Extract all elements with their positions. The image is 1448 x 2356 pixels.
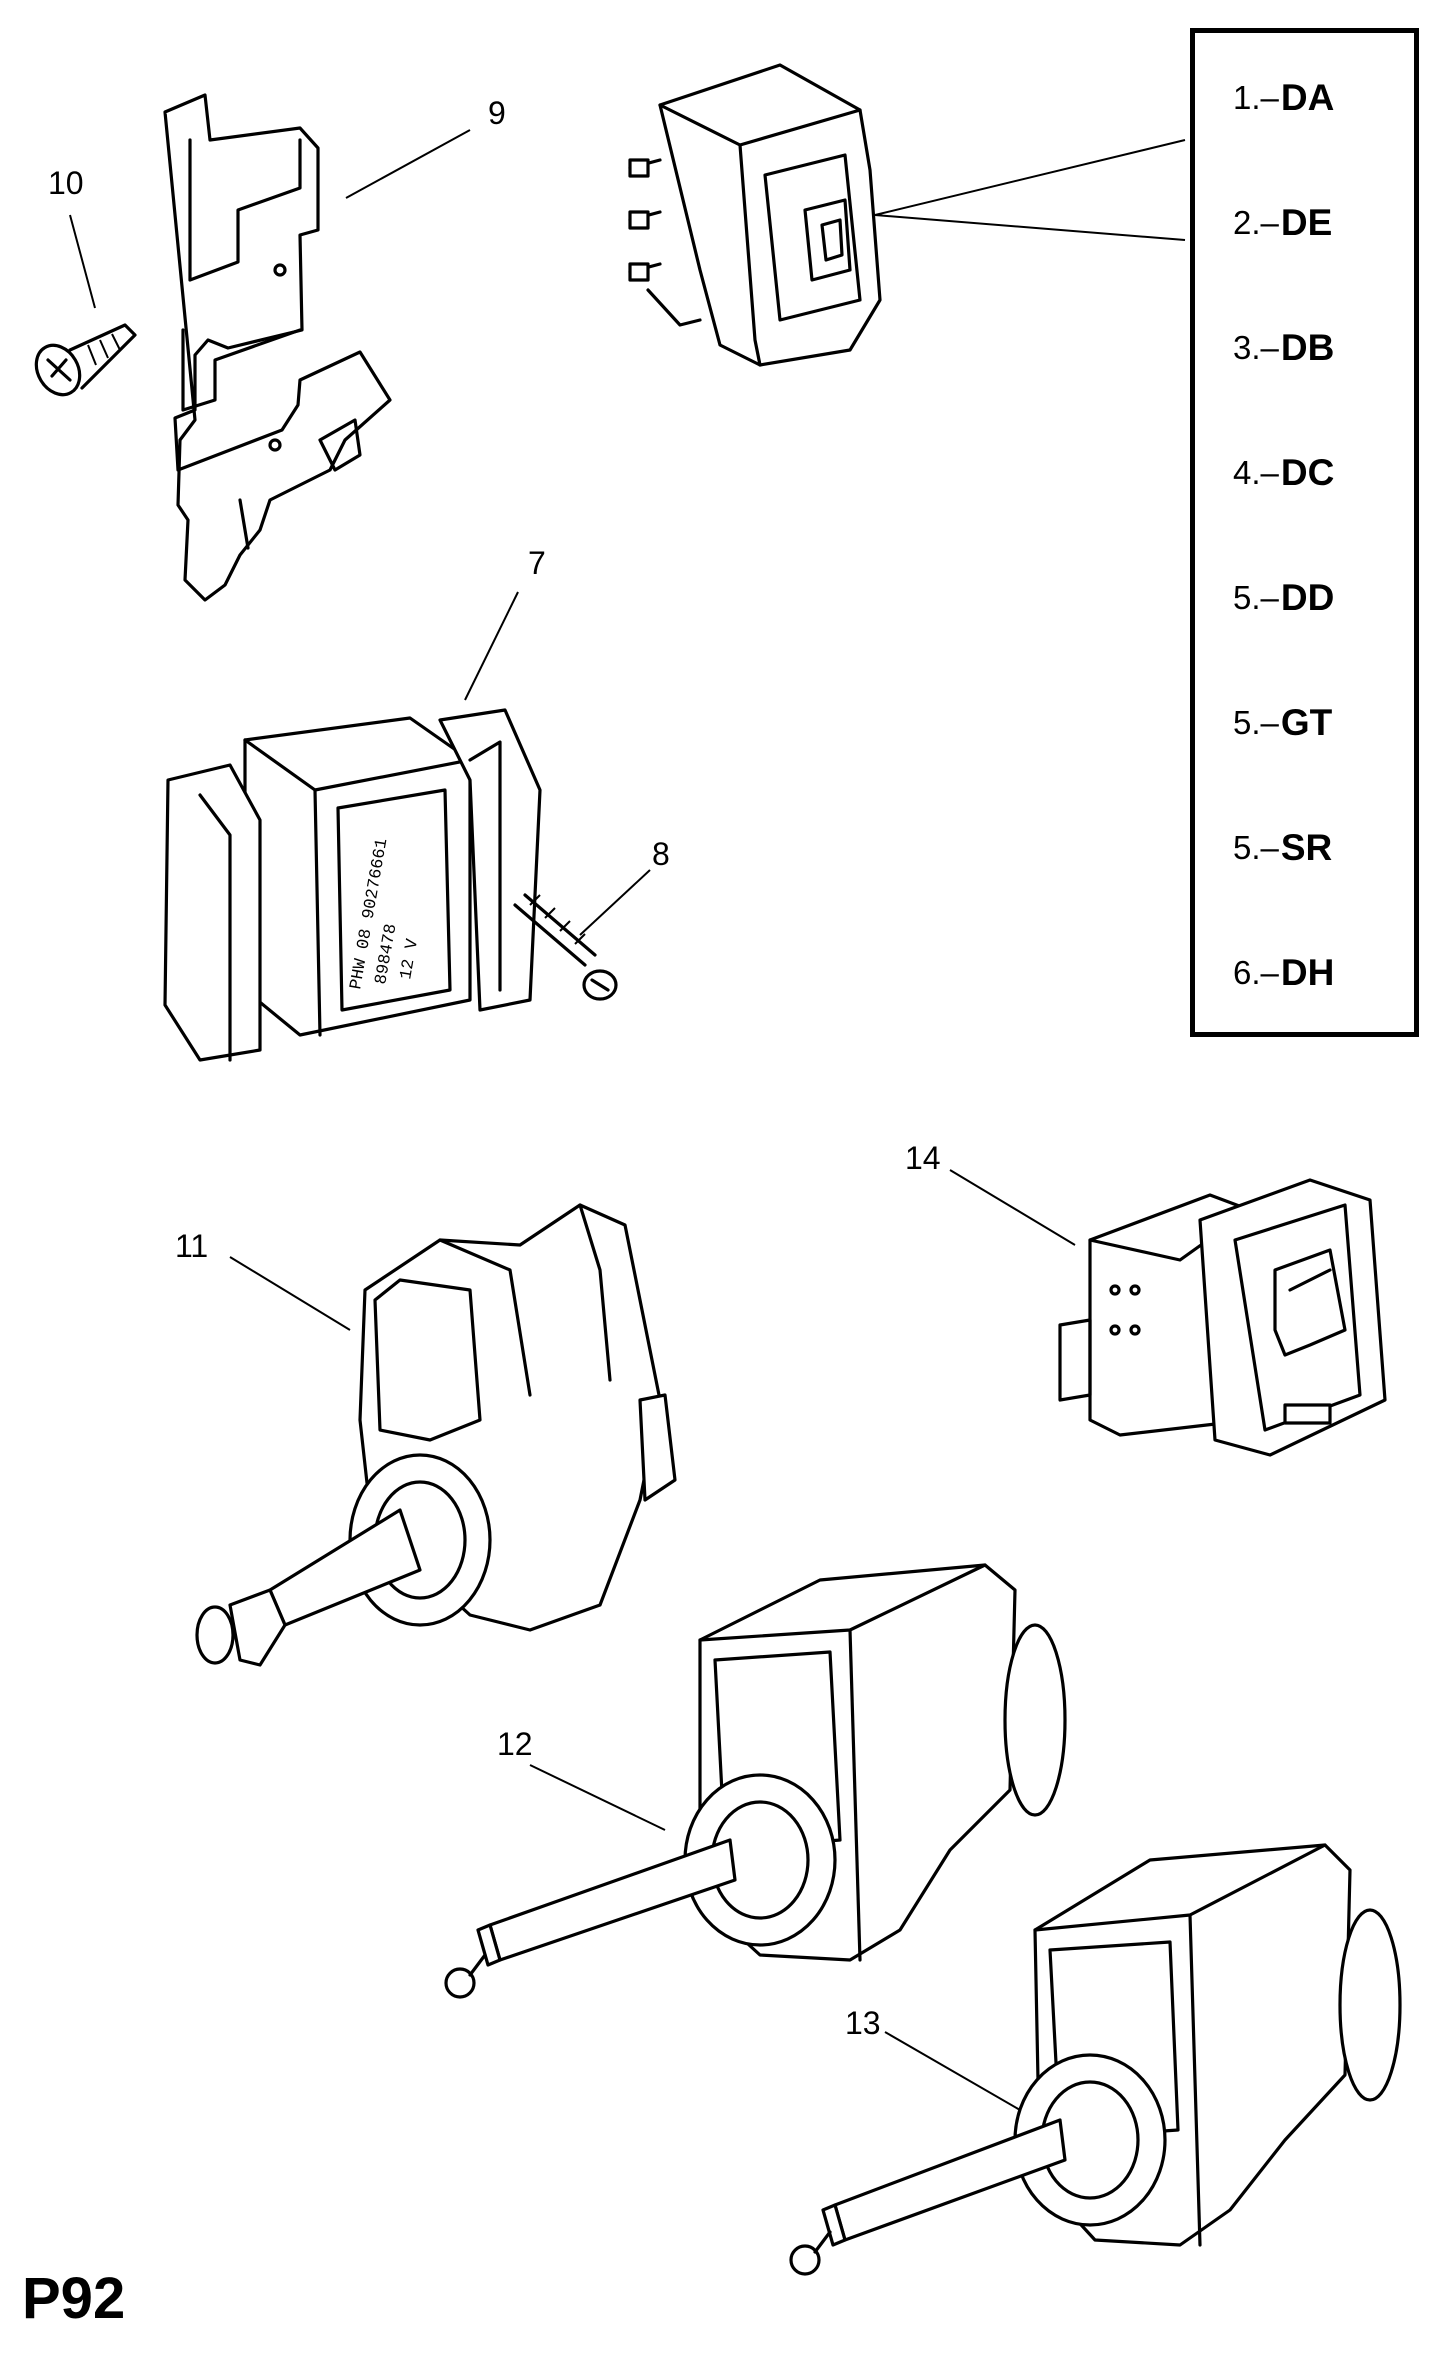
leader-switch-1 bbox=[874, 139, 1186, 216]
leader-12 bbox=[529, 1764, 666, 1831]
screw-part-8 bbox=[513, 893, 618, 1001]
legend-item-number: 5.– bbox=[1233, 829, 1279, 866]
legend-item-number: 3.– bbox=[1233, 329, 1279, 366]
legend-item-code: DE bbox=[1280, 202, 1333, 243]
legend-item-code: DD bbox=[1280, 577, 1335, 618]
legend-item-number: 4.– bbox=[1233, 454, 1279, 491]
page-code: P92 bbox=[22, 2266, 126, 2331]
leader-9 bbox=[345, 129, 471, 199]
screw-part-10 bbox=[34, 323, 137, 397]
switch-part-1-6 bbox=[628, 63, 882, 367]
callout-7: 7 bbox=[528, 545, 546, 581]
callout-13: 13 bbox=[845, 2005, 881, 2041]
legend-item: 5.– DD bbox=[1233, 573, 1423, 623]
leader-11 bbox=[229, 1256, 351, 1331]
legend-item: 1.– DA bbox=[1233, 73, 1423, 123]
leader-13 bbox=[884, 2031, 1021, 2111]
legend-item: 5.– GT bbox=[1233, 698, 1423, 748]
actuator-part-13 bbox=[789, 1843, 1402, 2276]
legend-item-number: 1.– bbox=[1233, 79, 1279, 116]
legend-item-code: GT bbox=[1280, 702, 1333, 743]
bracket-part-9 bbox=[163, 93, 392, 602]
legend-item: 4.– DC bbox=[1233, 448, 1423, 498]
relay-part-7 bbox=[163, 708, 542, 1062]
callout-9: 9 bbox=[488, 95, 506, 131]
legend-item-number: 5.– bbox=[1233, 579, 1279, 616]
actuator-part-12 bbox=[444, 1563, 1067, 1999]
legend-box: 1.– DA 2.– DE 3.– DB 4.– DC 5.– DD 5.– G… bbox=[1190, 28, 1419, 1037]
motor-part-11 bbox=[195, 1203, 677, 1667]
legend-item-code: DH bbox=[1280, 952, 1335, 993]
legend-item-number: 6.– bbox=[1233, 954, 1279, 991]
leader-14 bbox=[949, 1169, 1076, 1246]
legend-item-code: DC bbox=[1280, 452, 1335, 493]
callout-14: 14 bbox=[905, 1140, 941, 1176]
callout-12: 12 bbox=[497, 1726, 533, 1762]
legend-item-number: 2.– bbox=[1233, 204, 1279, 241]
legend-item: 2.– DE bbox=[1233, 198, 1423, 248]
legend-item-code: DA bbox=[1280, 77, 1335, 118]
leader-8 bbox=[579, 869, 651, 936]
leader-10 bbox=[69, 214, 96, 309]
leader-switch-2 bbox=[874, 214, 1186, 241]
callout-11: 11 bbox=[175, 1228, 209, 1264]
legend-item: 3.– DB bbox=[1233, 323, 1423, 373]
callout-8: 8 bbox=[652, 836, 670, 872]
callout-10: 10 bbox=[48, 165, 84, 201]
legend-item-number: 5.– bbox=[1233, 704, 1279, 741]
legend-item-code: DB bbox=[1280, 327, 1335, 368]
legend-item: 5.– SR bbox=[1233, 823, 1423, 873]
legend-item: 6.– DH bbox=[1233, 948, 1423, 998]
rotary-switch-part-14 bbox=[1058, 1178, 1387, 1457]
leader-7 bbox=[464, 591, 519, 701]
legend-item-code: SR bbox=[1280, 827, 1333, 868]
